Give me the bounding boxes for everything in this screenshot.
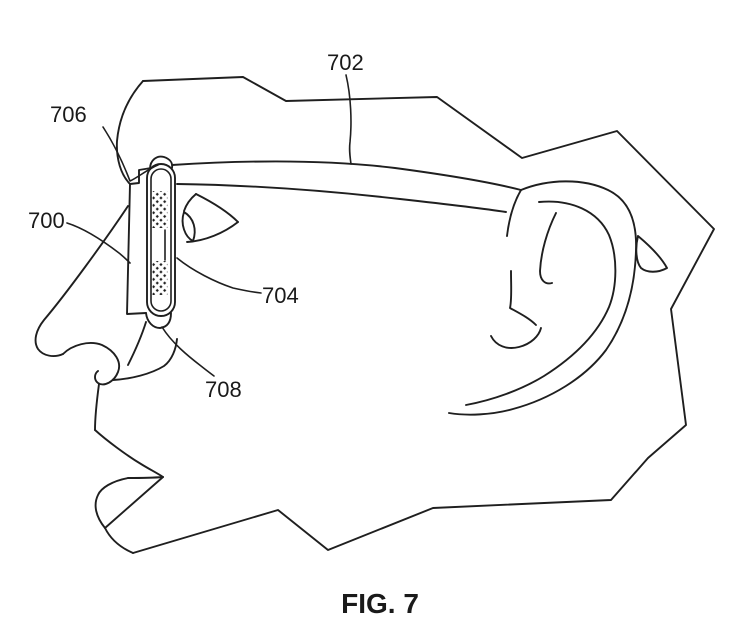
ear-crus [539,212,557,285]
glasses [171,160,668,273]
lead-lines [66,74,352,377]
ear-outer-helix [448,180,637,416]
device-top-lug [149,155,174,170]
cheek-crease [112,338,178,381]
ref-label-700: 700 [28,208,65,233]
chin-line [104,527,134,554]
lead-line-700 [66,222,131,264]
figure-caption: FIG. 7 [341,588,419,619]
nose-bridge [34,205,129,357]
ear [448,180,637,416]
philtrum-line [94,383,100,431]
temple-arm-top [171,160,522,191]
eye-iris [181,211,196,242]
eye-upper-lid [195,193,239,223]
device-frame [126,167,152,315]
eye-front-line [183,193,197,212]
ear-front-hook [506,189,522,237]
ear-antitragus [490,327,542,349]
lower-lip-inner [104,476,164,529]
device-capsule-inner [150,168,172,312]
temple-arm-bottom [176,183,507,213]
reference-labels: 700 702 704 706 708 [28,50,364,402]
forehead-line [115,80,144,185]
lower-lip [94,477,129,529]
lead-line-708 [161,326,215,377]
head-outline [132,76,715,554]
ref-label-704: 704 [262,283,299,308]
lead-line-702 [345,74,352,165]
nostril [62,342,120,386]
upper-lip [94,429,164,478]
ref-label-706: 706 [50,102,87,127]
device-bottom-lug [145,312,172,329]
ref-label-708: 708 [205,377,242,402]
lead-line-704 [176,257,262,294]
device-capsule-outer [146,163,176,317]
ear-tragus [509,270,537,326]
head-profile [34,76,715,554]
lead-line-706 [102,126,159,182]
display-device [126,155,176,329]
eye [181,193,239,243]
eye-lower-lid [186,221,239,243]
mouth-line [127,476,164,479]
ear-inner-helix [465,200,617,406]
emitter-grid-top [152,191,168,228]
cheek-under-device [127,321,147,366]
emitter-grid-bottom [152,261,168,295]
temple-tip-behind-ear [635,235,668,273]
ref-label-702: 702 [327,50,364,75]
